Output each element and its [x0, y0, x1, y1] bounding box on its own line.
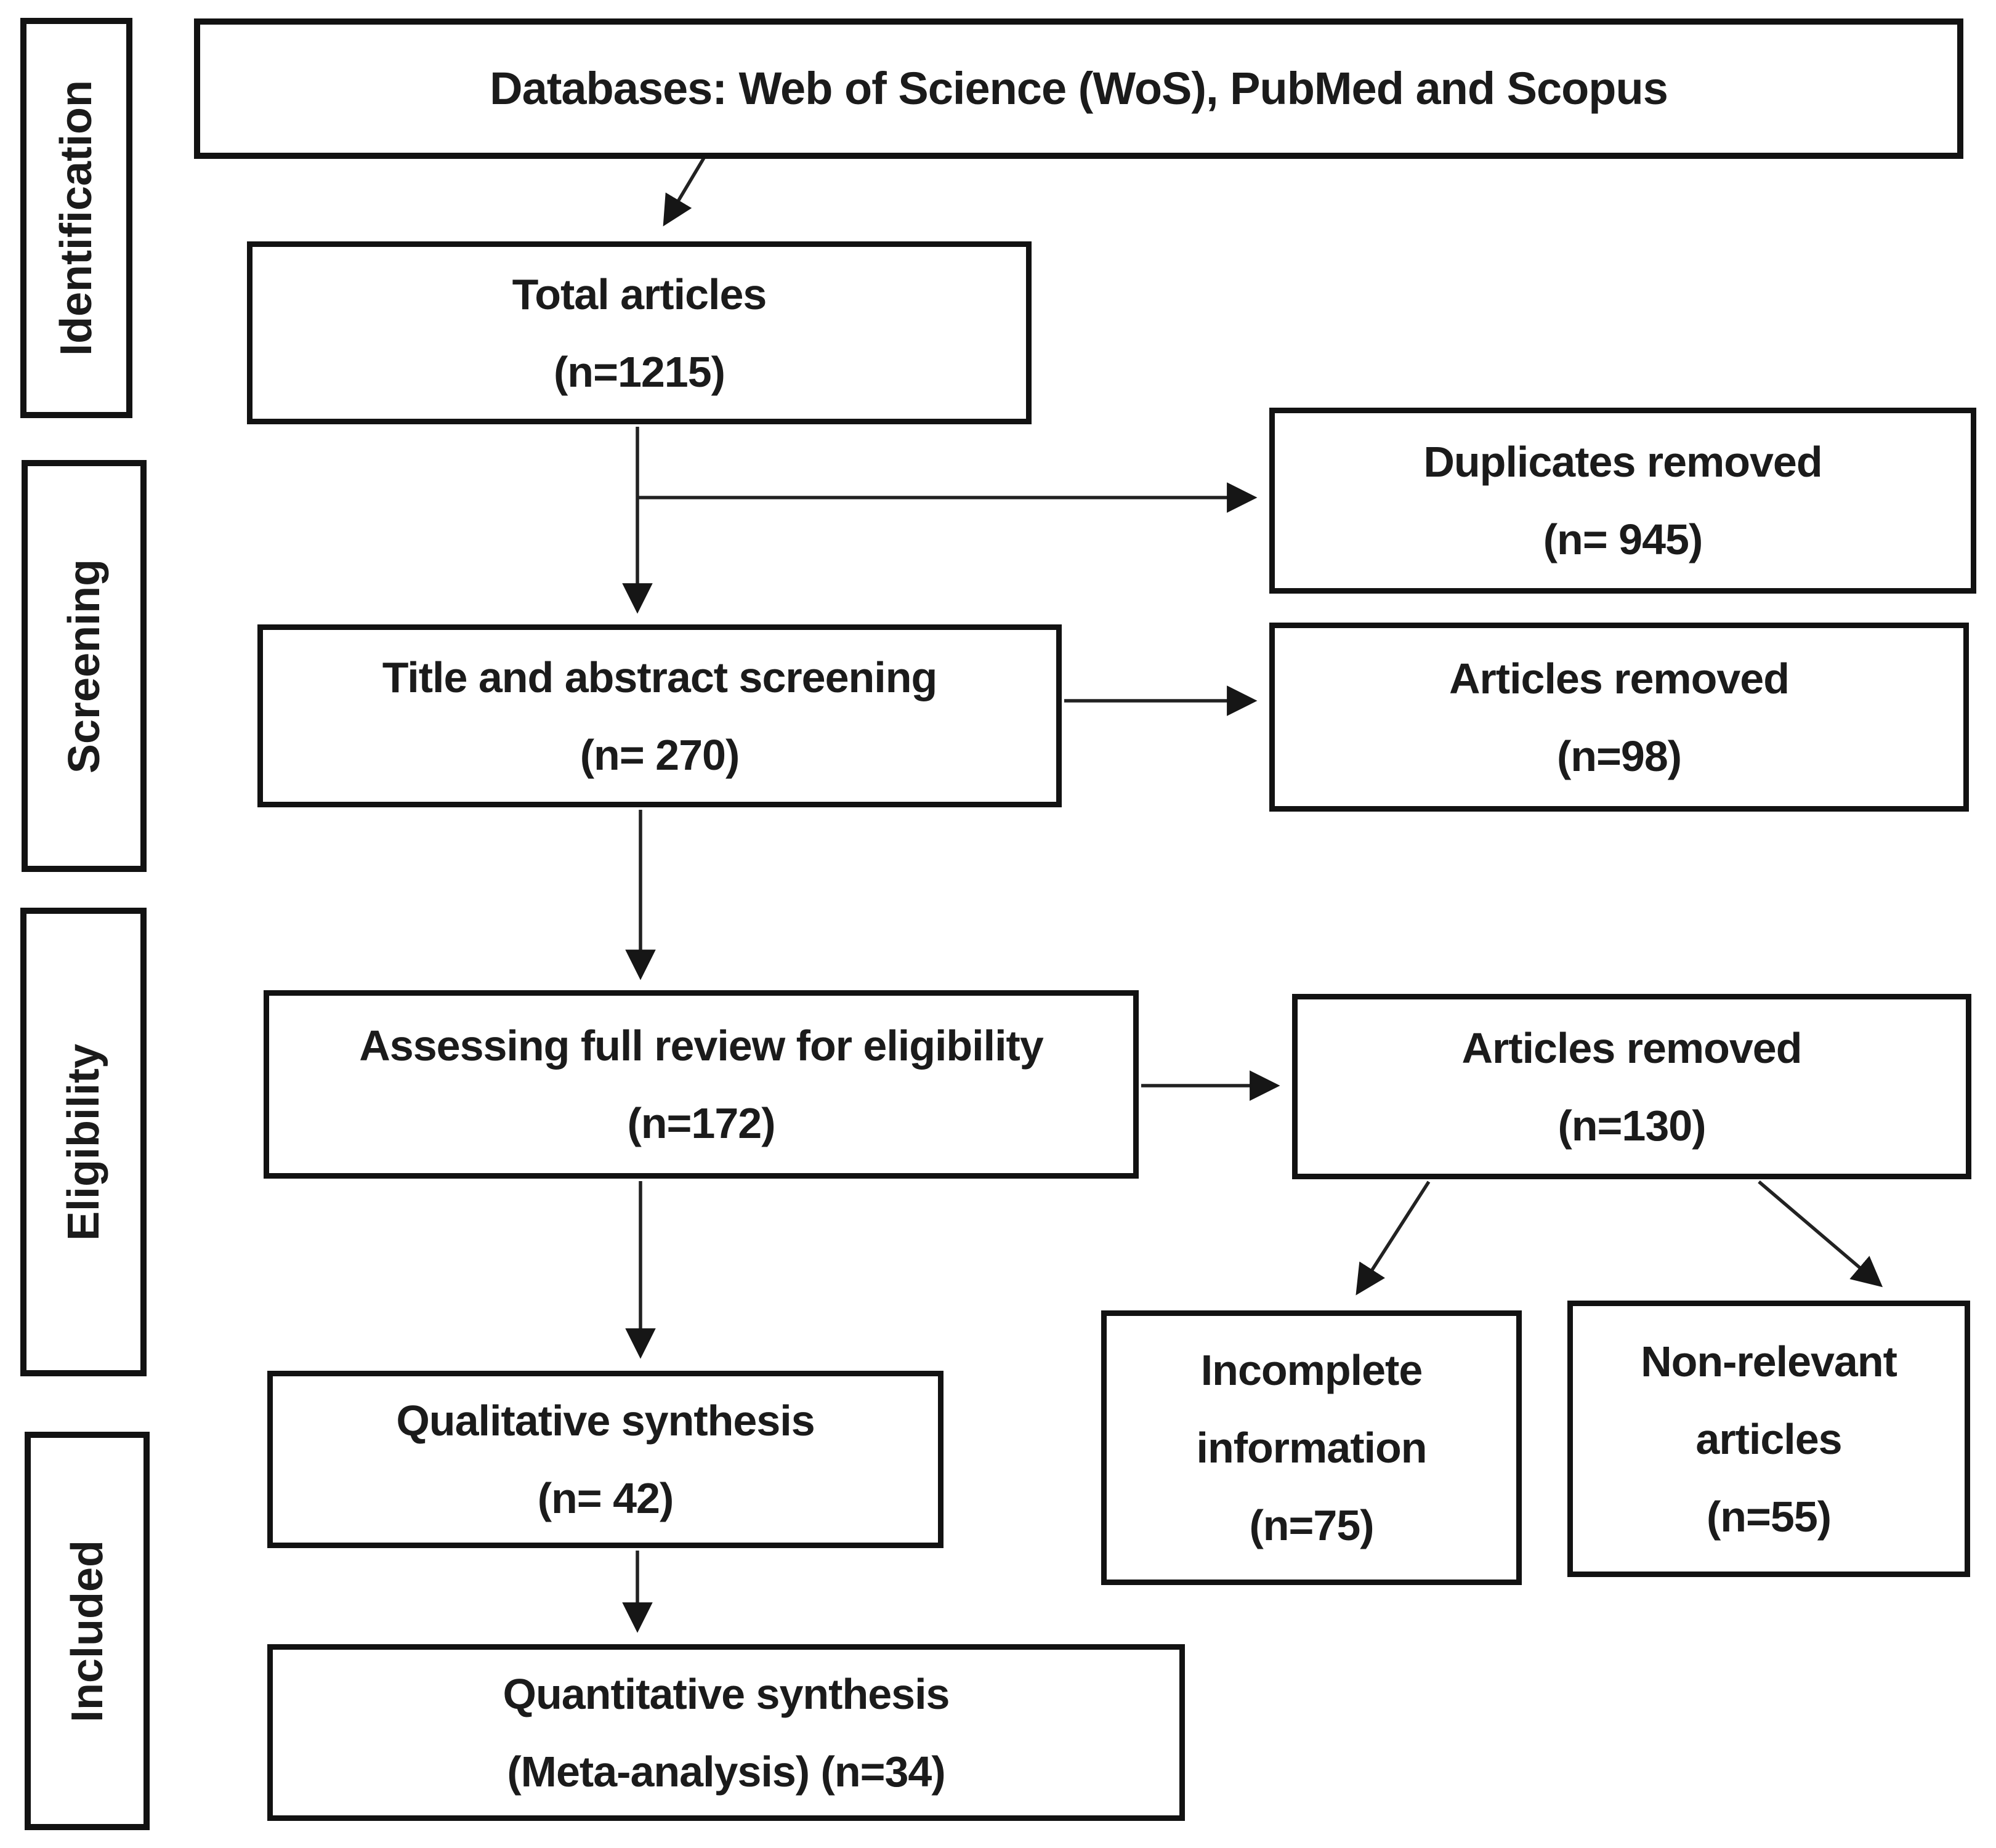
- total-articles-count: (n=1215): [554, 347, 725, 396]
- stage-included: Included: [25, 1432, 150, 1830]
- non-relevant-articles-count: (n=55): [1706, 1492, 1832, 1541]
- title-abstract-screening-count: (n= 270): [580, 730, 740, 779]
- stage-identification: Identification: [20, 18, 132, 418]
- databases-box: Databases: Web of Science (WoS), PubMed …: [194, 18, 1963, 159]
- full-review-eligibility-count: (n=172): [627, 1099, 775, 1147]
- articles-removed-screening-label: Articles removed: [1449, 654, 1790, 703]
- title-abstract-screening-box: Title and abstract screening (n= 270): [257, 624, 1062, 807]
- quantitative-synthesis-count: (Meta-analysis) (n=34): [507, 1747, 945, 1796]
- stage-screening: Screening: [22, 460, 147, 872]
- arrow-removed-to-nonrelevant: [1758, 1180, 1883, 1288]
- articles-removed-screening-box: Articles removed (n=98): [1269, 623, 1969, 812]
- stage-eligibility: Eligibility: [20, 908, 147, 1376]
- incomplete-information-label: Incomplete information: [1196, 1346, 1428, 1472]
- databases-text: Databases: Web of Science (WoS), PubMed …: [490, 63, 1668, 115]
- total-articles-label: Total articles: [512, 270, 767, 318]
- arrow-removed-to-incomplete: [1356, 1180, 1431, 1296]
- quantitative-synthesis-label: Quantitative synthesis: [503, 1669, 950, 1718]
- stage-included-label: Included: [62, 1539, 112, 1722]
- duplicates-removed-label: Duplicates removed: [1423, 438, 1822, 486]
- incomplete-information-box: Incomplete information (n=75): [1101, 1310, 1522, 1585]
- total-articles-box: Total articles (n=1215): [247, 241, 1032, 424]
- stage-screening-label: Screening: [59, 559, 109, 773]
- quantitative-synthesis-box: Quantitative synthesis (Meta-analysis) (…: [267, 1644, 1185, 1821]
- articles-removed-eligibility-count: (n=130): [1558, 1101, 1706, 1150]
- full-review-eligibility-label: Assessing full review for eligibility: [359, 1022, 1044, 1070]
- duplicates-removed-count: (n= 945): [1543, 515, 1703, 563]
- qualitative-synthesis-label: Qualitative synthesis: [396, 1397, 815, 1445]
- stage-identification-label: Identification: [52, 80, 101, 356]
- articles-removed-eligibility-box: Articles removed (n=130): [1292, 994, 1971, 1179]
- duplicates-removed-box: Duplicates removed (n= 945): [1269, 408, 1976, 594]
- articles-removed-screening-count: (n=98): [1556, 732, 1682, 780]
- non-relevant-articles-label: Non-relevant articles: [1641, 1337, 1897, 1463]
- arrow-databases-to-total: [663, 151, 709, 227]
- incomplete-information-count: (n=75): [1249, 1501, 1374, 1549]
- qualitative-synthesis-count: (n= 42): [537, 1474, 674, 1522]
- full-review-eligibility-box: Assessing full review for eligibility (n…: [264, 990, 1139, 1179]
- title-abstract-screening-label: Title and abstract screening: [382, 653, 937, 701]
- stage-eligibility-label: Eligibility: [59, 1043, 108, 1241]
- qualitative-synthesis-box: Qualitative synthesis (n= 42): [267, 1371, 943, 1548]
- articles-removed-eligibility-label: Articles removed: [1461, 1023, 1802, 1072]
- non-relevant-articles-box: Non-relevant articles (n=55): [1567, 1301, 1970, 1577]
